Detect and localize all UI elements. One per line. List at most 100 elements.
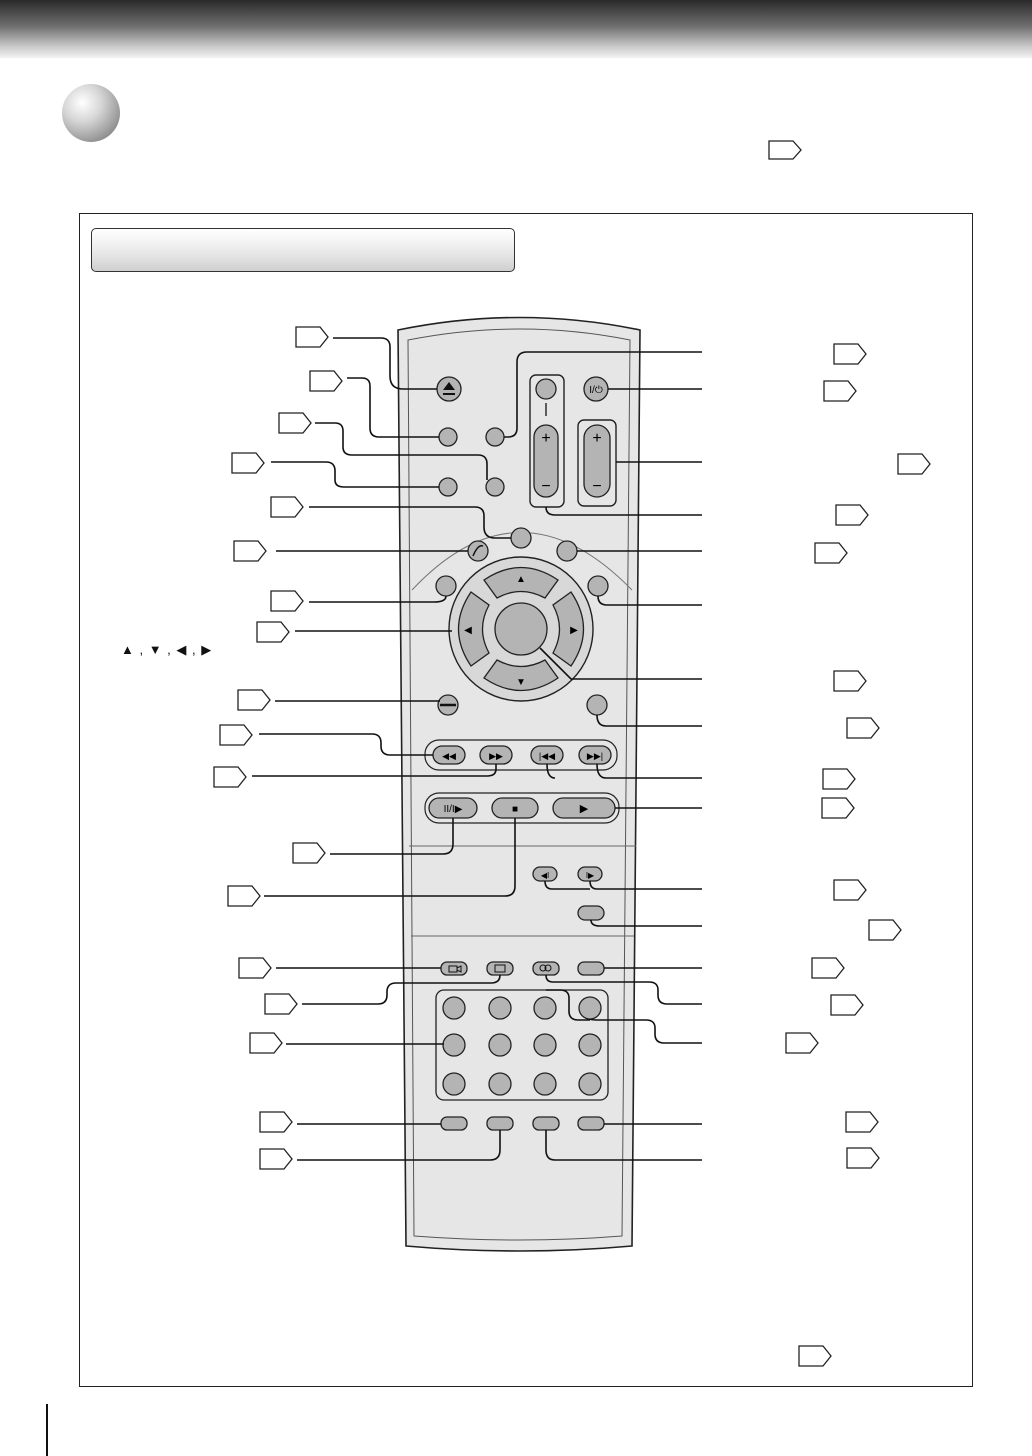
- pill-button[interactable]: [577, 961, 605, 976]
- leader-line: [315, 422, 488, 480]
- number-key[interactable]: [533, 996, 557, 1020]
- number-key[interactable]: [442, 1072, 466, 1096]
- nav-enter-button[interactable]: [494, 602, 548, 656]
- subtitle-button[interactable]: [486, 961, 514, 976]
- page-reference-tag: [233, 540, 267, 562]
- page-reference-tag: [822, 768, 856, 790]
- nav-left-button[interactable]: [457, 591, 490, 667]
- leader-line: [264, 818, 516, 897]
- remote-diagram-frame: [79, 213, 973, 1387]
- left-arrow-icon: ◀: [464, 625, 472, 636]
- angle-button[interactable]: [440, 961, 468, 976]
- leader-line: [545, 1130, 702, 1161]
- fast-forward-icon: ▶▶: [489, 751, 503, 761]
- round-button[interactable]: [438, 427, 458, 447]
- page-reference-tag: [256, 621, 290, 643]
- page-reference-tag: [292, 842, 326, 864]
- round-button[interactable]: [438, 477, 458, 497]
- round-button[interactable]: [587, 575, 609, 597]
- leader-line: [347, 377, 439, 438]
- round-button[interactable]: [535, 378, 557, 400]
- number-key[interactable]: [578, 1072, 602, 1096]
- header-banner: [0, 0, 1032, 58]
- skip-forward-icon: ▶▶|: [587, 751, 603, 761]
- arrow-keys-caption: ▲ , ▼ , ◀ , ▶: [121, 642, 213, 657]
- page-reference-tag: [309, 370, 343, 392]
- page-reference-tag: [823, 380, 857, 402]
- rocker-group-frame: [577, 419, 617, 507]
- page-reference-tag: [868, 919, 902, 941]
- down-arrow-icon: ▼: [516, 677, 526, 688]
- round-button[interactable]: [435, 575, 457, 597]
- number-key[interactable]: [578, 1033, 602, 1057]
- page-reference-tag: [811, 957, 845, 979]
- page-reference-tag: [231, 452, 265, 474]
- skip-forward-button[interactable]: [578, 745, 612, 765]
- round-button[interactable]: [485, 427, 505, 447]
- plus-icon: +: [592, 430, 601, 447]
- page-reference-tag: [295, 326, 329, 348]
- page-reference-tag: [821, 797, 855, 819]
- number-key[interactable]: [533, 1033, 557, 1057]
- pill-button[interactable]: [486, 1116, 514, 1131]
- leader-line: [309, 595, 447, 603]
- leader-line: [546, 763, 556, 779]
- camera-icon: [448, 965, 462, 973]
- leader-line: [546, 989, 590, 1021]
- round-button[interactable]: [467, 540, 489, 562]
- leader-line: [271, 461, 439, 488]
- play-icon: ▶: [580, 803, 589, 815]
- leader-line: [297, 1130, 501, 1161]
- leader-line: [330, 818, 454, 855]
- number-key[interactable]: [442, 996, 466, 1020]
- page-edge-rule: [46, 1404, 48, 1456]
- nav-right-button[interactable]: [552, 591, 585, 667]
- leader-line: [545, 974, 702, 1005]
- slow-forward-icon: I▶: [586, 871, 595, 880]
- page-reference-tag: [270, 496, 304, 518]
- nav-down-button[interactable]: [483, 659, 559, 692]
- leader-line: [597, 595, 702, 606]
- page-reference-tag: [768, 140, 802, 160]
- number-key[interactable]: [578, 996, 602, 1020]
- number-key[interactable]: [533, 1072, 557, 1096]
- pause-step-icon: II/I▶: [444, 804, 463, 815]
- leader-line: [252, 764, 497, 777]
- page-reference-tag: [249, 1032, 283, 1054]
- leader-line: [259, 733, 433, 756]
- round-button[interactable]: [510, 527, 532, 549]
- page-reference-tag: [814, 542, 848, 564]
- page-reference-tag: [270, 590, 304, 612]
- rewind-icon: ◀◀: [442, 751, 456, 761]
- number-key[interactable]: [442, 1033, 466, 1057]
- remote-body-inner: [407, 328, 631, 1241]
- leader-line: [589, 880, 702, 890]
- nav-up-button[interactable]: [483, 566, 559, 599]
- round-button[interactable]: [556, 540, 578, 562]
- pill-button[interactable]: [440, 1116, 468, 1131]
- pill-button[interactable]: [577, 1116, 605, 1131]
- page-reference-tag: [238, 957, 272, 979]
- skip-back-icon: |◀◀: [539, 751, 555, 761]
- page-reference-tag: [785, 1032, 819, 1054]
- volume-group-frame: [529, 374, 565, 508]
- leader-line: [544, 880, 590, 890]
- page-reference-tag: [213, 766, 247, 788]
- page-reference-tag: [264, 993, 298, 1015]
- pill-button[interactable]: [577, 905, 605, 921]
- number-key[interactable]: [488, 996, 512, 1020]
- page-reference-tag: [833, 670, 867, 692]
- number-key[interactable]: [488, 1033, 512, 1057]
- volume-rocker[interactable]: [533, 424, 559, 498]
- round-button[interactable]: [586, 694, 608, 716]
- rocker-button[interactable]: [583, 424, 611, 498]
- round-button[interactable]: [485, 477, 505, 497]
- number-key[interactable]: [488, 1072, 512, 1096]
- page-reference-tag: [846, 717, 880, 739]
- subtitle-icon: [494, 964, 506, 973]
- page-reference-tag: [845, 1111, 879, 1133]
- page-reference-tag: [846, 1147, 880, 1169]
- leader-line: [589, 1018, 702, 1044]
- pill-button[interactable]: [532, 1116, 560, 1131]
